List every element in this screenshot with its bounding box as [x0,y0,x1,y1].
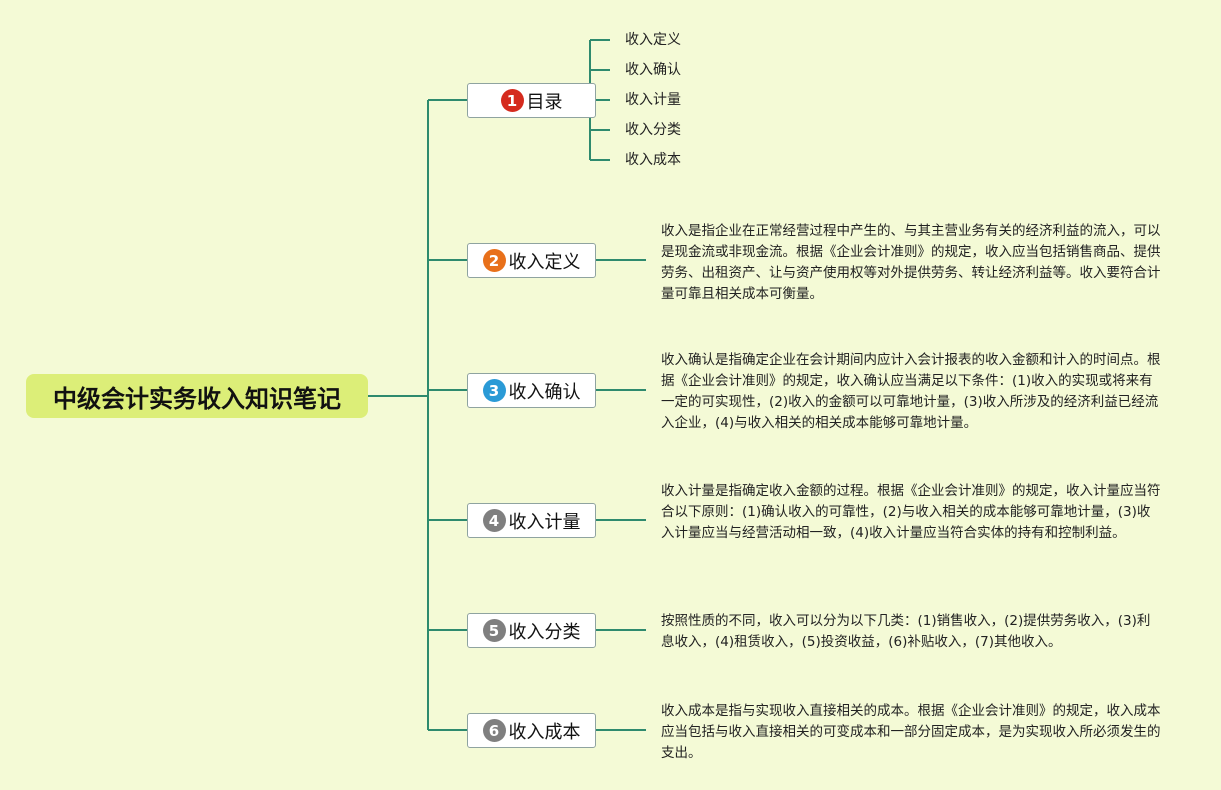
recognition-note: 收入确认是指确定企业在会计期间内应计入会计报表的收入金额和计入的时间点。根据《企… [661,352,1161,431]
branch-classification[interactable]: 5 收入分类 [467,613,596,648]
branch-label: 收入分类 [508,621,581,643]
branch-label: 收入确认 [508,381,581,403]
number-badge-5-icon: 5 [482,619,506,642]
toc-item-cost[interactable]: 收入成本 [625,152,681,168]
branch-definition[interactable]: 2 收入定义 [467,243,596,278]
branch-cost[interactable]: 6 收入成本 [467,713,596,748]
number-badge-1-icon: 1 [500,89,524,112]
number-badge-6-icon: 6 [482,719,506,742]
branch-recognition[interactable]: 3 收入确认 [467,373,596,408]
branch-label: 收入定义 [508,251,581,273]
branch-label: 目录 [526,91,563,113]
branch-label: 收入成本 [508,721,581,743]
toc-item-classification[interactable]: 收入分类 [625,122,681,138]
branch-toc[interactable]: 1 目录 [467,83,596,118]
number-badge-3-icon: 3 [482,379,506,402]
toc-item-measurement[interactable]: 收入计量 [625,92,681,108]
definition-note: 收入是指企业在正常经营过程中产生的、与其主营业务有关的经济利益的流入，可以是现金… [661,223,1161,302]
root-title: 中级会计实务收入知识笔记 [53,384,341,413]
branch-label: 收入计量 [508,511,581,533]
branch-measurement[interactable]: 4 收入计量 [467,503,596,538]
toc-item-definition[interactable]: 收入定义 [625,32,681,48]
classification-note: 按照性质的不同，收入可以分为以下几类：(1)销售收入，(2)提供劳务收入，(3)… [661,613,1151,650]
cost-note: 收入成本是指与实现收入直接相关的成本。根据《企业会计准则》的规定，收入成本应当包… [661,703,1161,761]
root-topic[interactable]: 中级会计实务收入知识笔记 [26,374,368,418]
number-badge-4-icon: 4 [482,509,506,532]
number-badge-2-icon: 2 [482,249,506,272]
measurement-note: 收入计量是指确定收入金额的过程。根据《企业会计准则》的规定，收入计量应当符合以下… [661,483,1161,541]
toc-item-recognition[interactable]: 收入确认 [625,62,681,78]
